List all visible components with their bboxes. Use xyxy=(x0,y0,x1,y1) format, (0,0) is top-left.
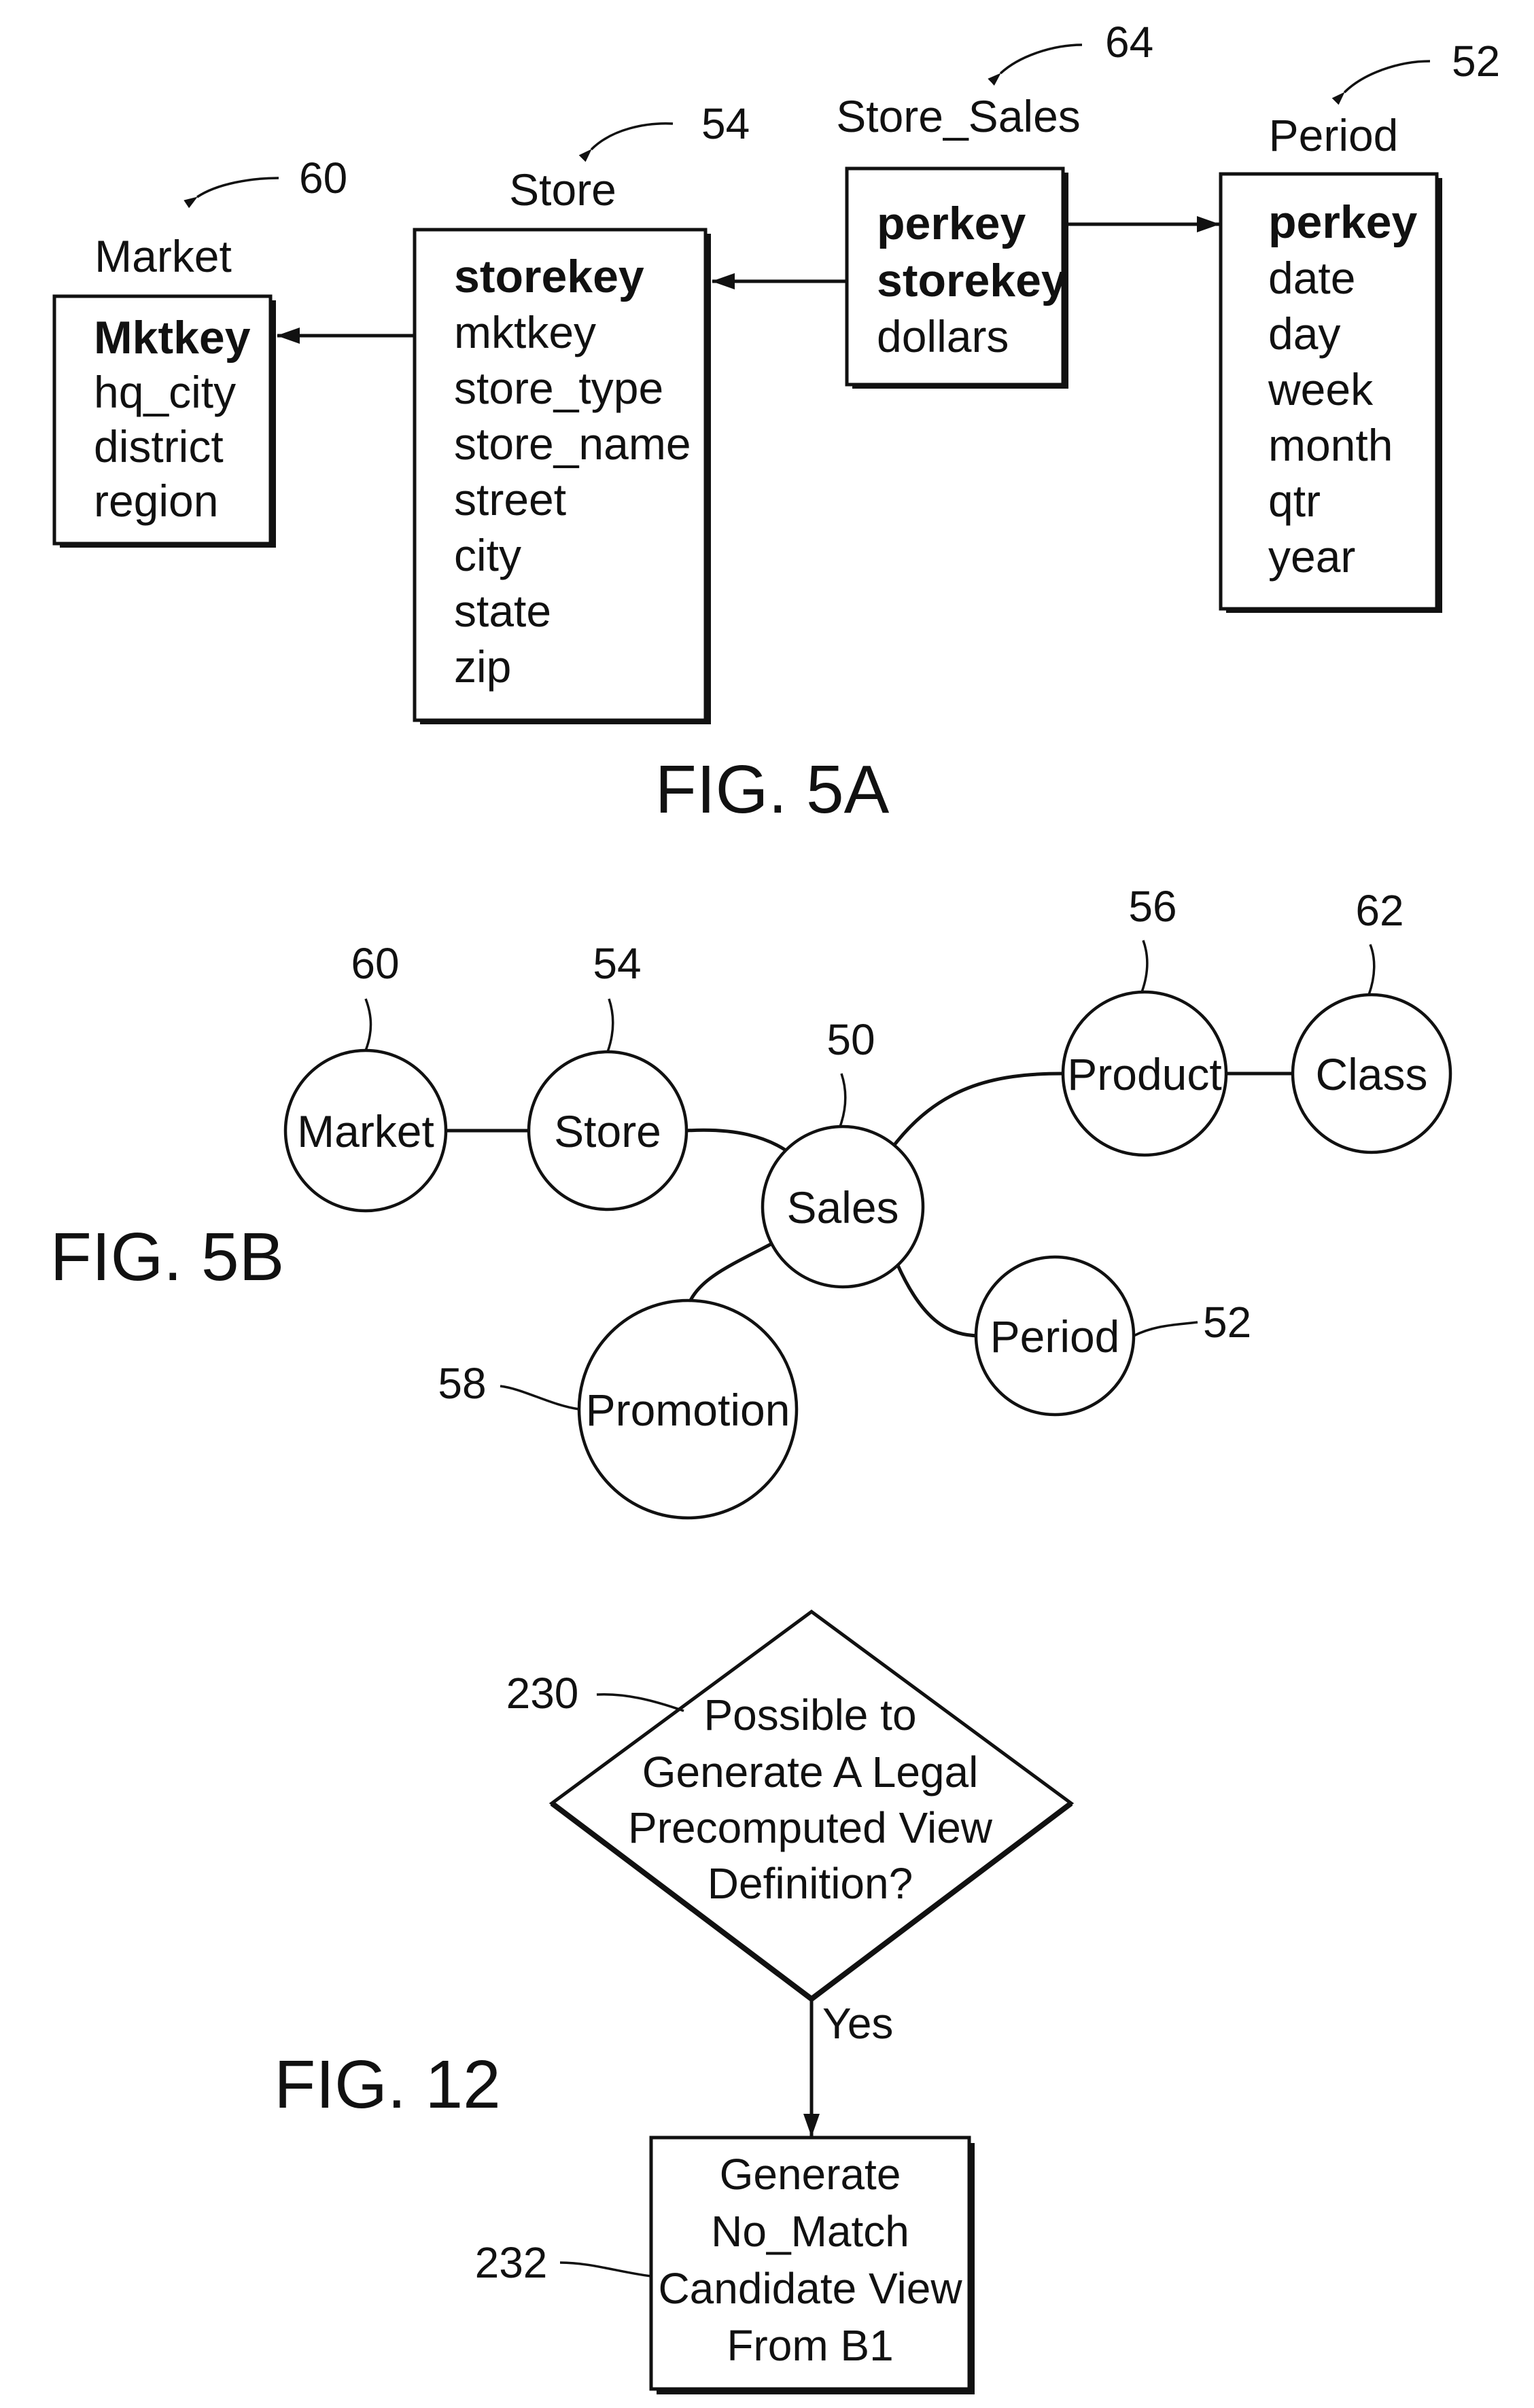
store-sales-ref-leader xyxy=(1000,45,1082,73)
process-line-3: Candidate View xyxy=(658,2264,962,2313)
node-promotion-ref: 58 xyxy=(438,1359,486,1408)
decision-ref-leader xyxy=(597,1695,684,1711)
node-store-leader xyxy=(608,999,613,1052)
node-promotion-leader xyxy=(500,1386,579,1409)
period-field-day: day xyxy=(1268,308,1340,359)
edge-sales-promotion xyxy=(689,1242,775,1303)
node-store-label: Store xyxy=(554,1106,661,1156)
market-table-title: Market xyxy=(94,231,232,281)
decision-diamond: Possible to Generate A Legal Precomputed… xyxy=(506,1612,1071,1999)
store-field-zip: zip xyxy=(454,641,511,692)
market-table: Market 60 Mktkey hq_city district region xyxy=(54,154,347,548)
fig-5a: Market 60 Mktkey hq_city district region… xyxy=(54,18,1500,828)
edge-sales-period xyxy=(897,1264,979,1336)
period-field-date: date xyxy=(1268,253,1355,303)
period-field-perkey: perkey xyxy=(1268,196,1417,248)
period-ref-number: 52 xyxy=(1452,37,1500,86)
store-sales-field-perkey: perkey xyxy=(877,198,1026,249)
node-market: Market 60 xyxy=(285,939,446,1211)
edge-store-sales xyxy=(686,1130,792,1155)
node-market-label: Market xyxy=(297,1106,434,1156)
node-product: Product 56 xyxy=(1063,882,1226,1155)
node-store-ref: 54 xyxy=(593,939,641,988)
period-field-year: year xyxy=(1268,531,1355,582)
node-product-ref: 56 xyxy=(1128,882,1176,931)
store-ref-number: 54 xyxy=(701,99,750,148)
period-field-month: month xyxy=(1268,420,1393,470)
store-field-storekey: storekey xyxy=(454,251,644,302)
node-class-label: Class xyxy=(1315,1049,1427,1099)
node-product-leader xyxy=(1142,940,1147,992)
store-sales-table-title: Store_Sales xyxy=(836,91,1081,141)
node-promotion: Promotion 58 xyxy=(438,1300,797,1518)
store-sales-field-storekey: storekey xyxy=(877,255,1067,306)
store-sales-field-dollars: dollars xyxy=(877,311,1009,361)
edge-sales-product xyxy=(892,1074,1063,1148)
node-market-ref: 60 xyxy=(351,939,399,988)
period-table-title: Period xyxy=(1269,110,1399,160)
process-line-2: No_Match xyxy=(711,2207,909,2256)
period-field-qtr: qtr xyxy=(1268,476,1321,526)
store-field-state: state xyxy=(454,586,551,636)
node-sales-leader xyxy=(840,1074,846,1127)
node-period-ref: 52 xyxy=(1203,1298,1251,1347)
node-class-ref: 62 xyxy=(1355,886,1404,935)
process-line-4: From B1 xyxy=(727,2321,893,2370)
node-period-label: Period xyxy=(990,1311,1120,1362)
node-sales-ref: 50 xyxy=(826,1015,875,1064)
market-field-region: region xyxy=(94,476,218,526)
node-promotion-label: Promotion xyxy=(586,1385,790,1435)
decision-line-4: Definition? xyxy=(708,1859,913,1908)
decision-line-1: Possible to xyxy=(703,1690,916,1739)
node-period-leader xyxy=(1134,1322,1198,1336)
store-field-store-type: store_type xyxy=(454,363,663,413)
node-store: Store 54 xyxy=(529,939,686,1209)
node-class-leader xyxy=(1369,944,1374,995)
fig-5a-caption: FIG. 5A xyxy=(655,751,890,828)
node-sales: Sales 50 xyxy=(763,1015,923,1287)
store-field-store-name: store_name xyxy=(454,419,691,469)
period-ref-leader xyxy=(1344,61,1430,92)
store-ref-leader xyxy=(591,124,673,149)
yes-label: Yes xyxy=(822,1999,893,2048)
market-field-district: district xyxy=(94,421,224,472)
store-sales-table: Store_Sales 64 perkey storekey dollars xyxy=(836,18,1153,389)
process-ref-number: 232 xyxy=(475,2238,548,2287)
decision-line-3: Precomputed View xyxy=(628,1803,993,1852)
store-field-city: city xyxy=(454,530,521,580)
fig-5b: Market 60 Store 54 Sales 50 Product 56 xyxy=(50,882,1450,1518)
node-product-label: Product xyxy=(1067,1049,1221,1099)
fig-5b-caption: FIG. 5B xyxy=(50,1219,285,1295)
node-period: Period 52 xyxy=(976,1257,1251,1415)
period-field-week: week xyxy=(1268,364,1374,414)
market-ref-number: 60 xyxy=(299,154,347,202)
process-box: Generate No_Match Candidate View From B1… xyxy=(475,2138,975,2394)
store-table: Store 54 storekey mktkey store_type stor… xyxy=(415,99,750,724)
decision-ref-number: 230 xyxy=(506,1669,579,1718)
store-table-title: Store xyxy=(509,164,616,215)
period-table: Period 52 perkey date day week month qtr… xyxy=(1221,37,1500,613)
fig-12: Possible to Generate A Legal Precomputed… xyxy=(274,1612,1071,2394)
store-field-mktkey: mktkey xyxy=(454,307,596,357)
node-sales-label: Sales xyxy=(786,1182,899,1233)
market-field-hq-city: hq_city xyxy=(94,367,236,417)
store-field-street: street xyxy=(454,474,566,525)
process-line-1: Generate xyxy=(720,2150,901,2199)
node-class: Class 62 xyxy=(1293,886,1450,1152)
store-sales-ref-number: 64 xyxy=(1105,18,1153,67)
fig-12-caption: FIG. 12 xyxy=(274,2047,500,2123)
market-field-mktkey: Mktkey xyxy=(94,312,251,364)
node-market-leader xyxy=(366,999,371,1050)
decision-line-2: Generate A Legal xyxy=(642,1748,979,1796)
market-ref-leader xyxy=(197,178,279,197)
process-ref-leader xyxy=(560,2263,651,2276)
